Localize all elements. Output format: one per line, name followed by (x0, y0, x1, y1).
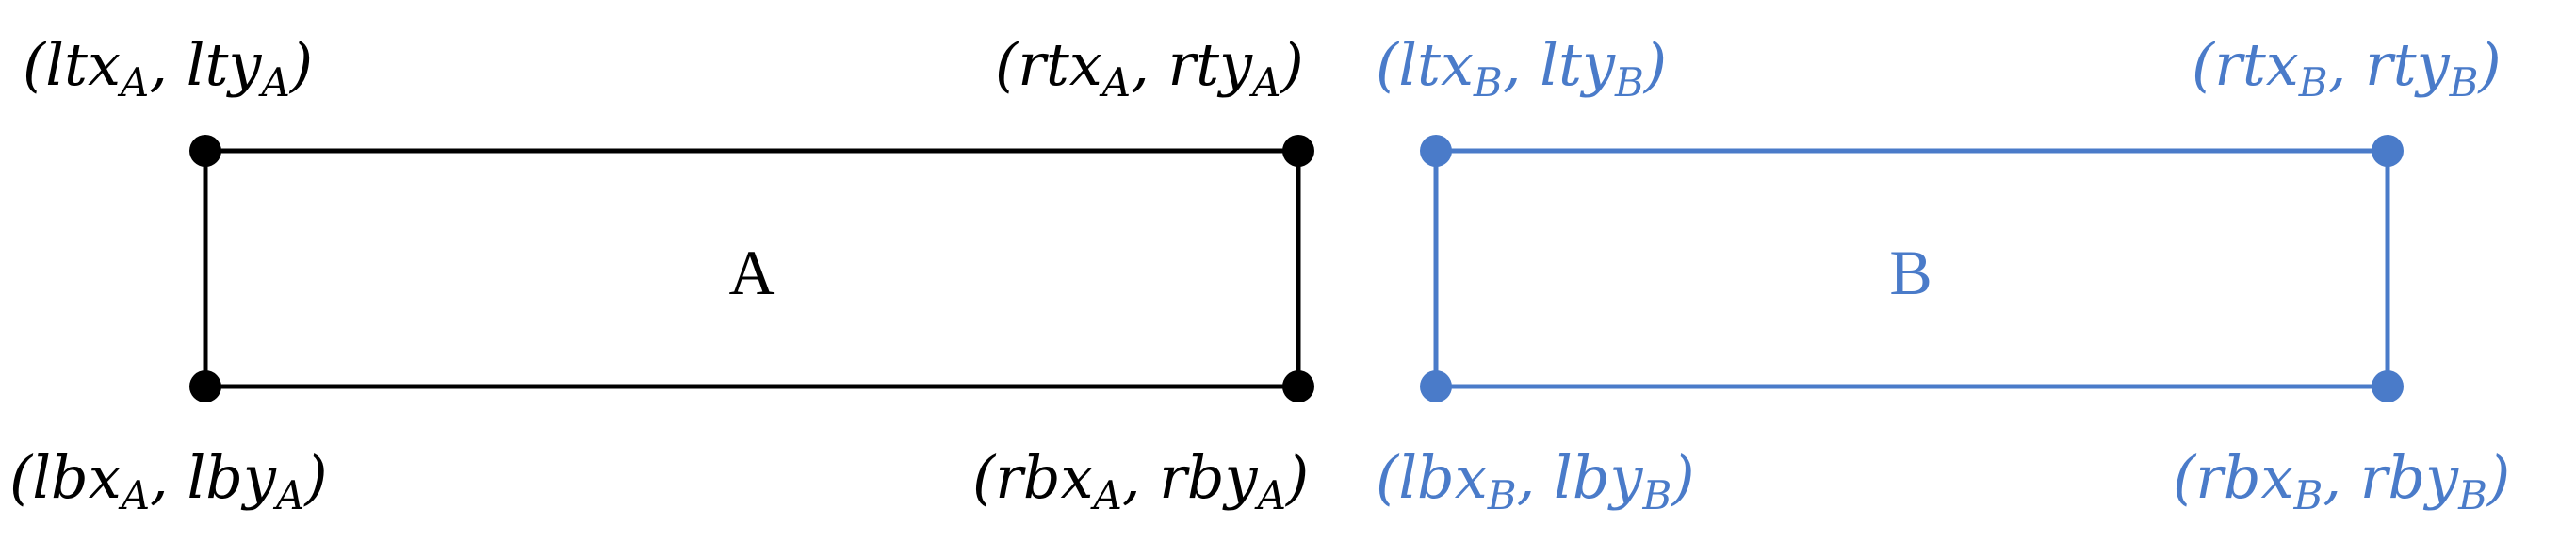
rectangle-a-rb-label: (rbxA, rbyA) (972, 443, 1309, 518)
rectangle-a-outline (203, 148, 1301, 389)
rectangle-b-label: B (1889, 237, 1932, 308)
rectangle-b-corner-rt (2372, 135, 2404, 167)
rectangle-a-corner-lt (189, 135, 221, 167)
rectangle-b-lt-label: (ltxB, ltyB) (1376, 30, 1667, 106)
rectangle-a-corners (189, 135, 1314, 402)
rectangle-a-rt-label: (rtxA, rtyA) (995, 30, 1304, 106)
rectangle-b-corner-rb (2372, 370, 2404, 402)
rectangle-b-rt-label: (rtxB, rtyB) (2192, 30, 2502, 106)
rectangle-b-outline (1433, 148, 2390, 389)
rectangle-a-corner-lb (189, 370, 221, 402)
rectangle-b-lb-label: (lbxB, lbyB) (1376, 443, 1695, 518)
rectangle-a-lb-label: (lbxA, lbyA) (9, 443, 328, 518)
rectangle-b-corner-lt (1420, 135, 1452, 167)
rectangle-a-lt-label: (ltxA, ltyA) (23, 30, 313, 106)
rectangle-b-corners (1420, 135, 2404, 402)
rectangle-b (1433, 148, 2390, 389)
rectangle-b-corner-lb (1420, 370, 1452, 402)
rectangle-a-corner-rt (1282, 135, 1314, 167)
rectangle-a (203, 148, 1301, 389)
rectangle-a-label: A (728, 237, 774, 308)
rectangle-a-corner-rb (1282, 370, 1314, 402)
rectangle-b-rb-label: (rbxB, rbyB) (2173, 443, 2510, 518)
